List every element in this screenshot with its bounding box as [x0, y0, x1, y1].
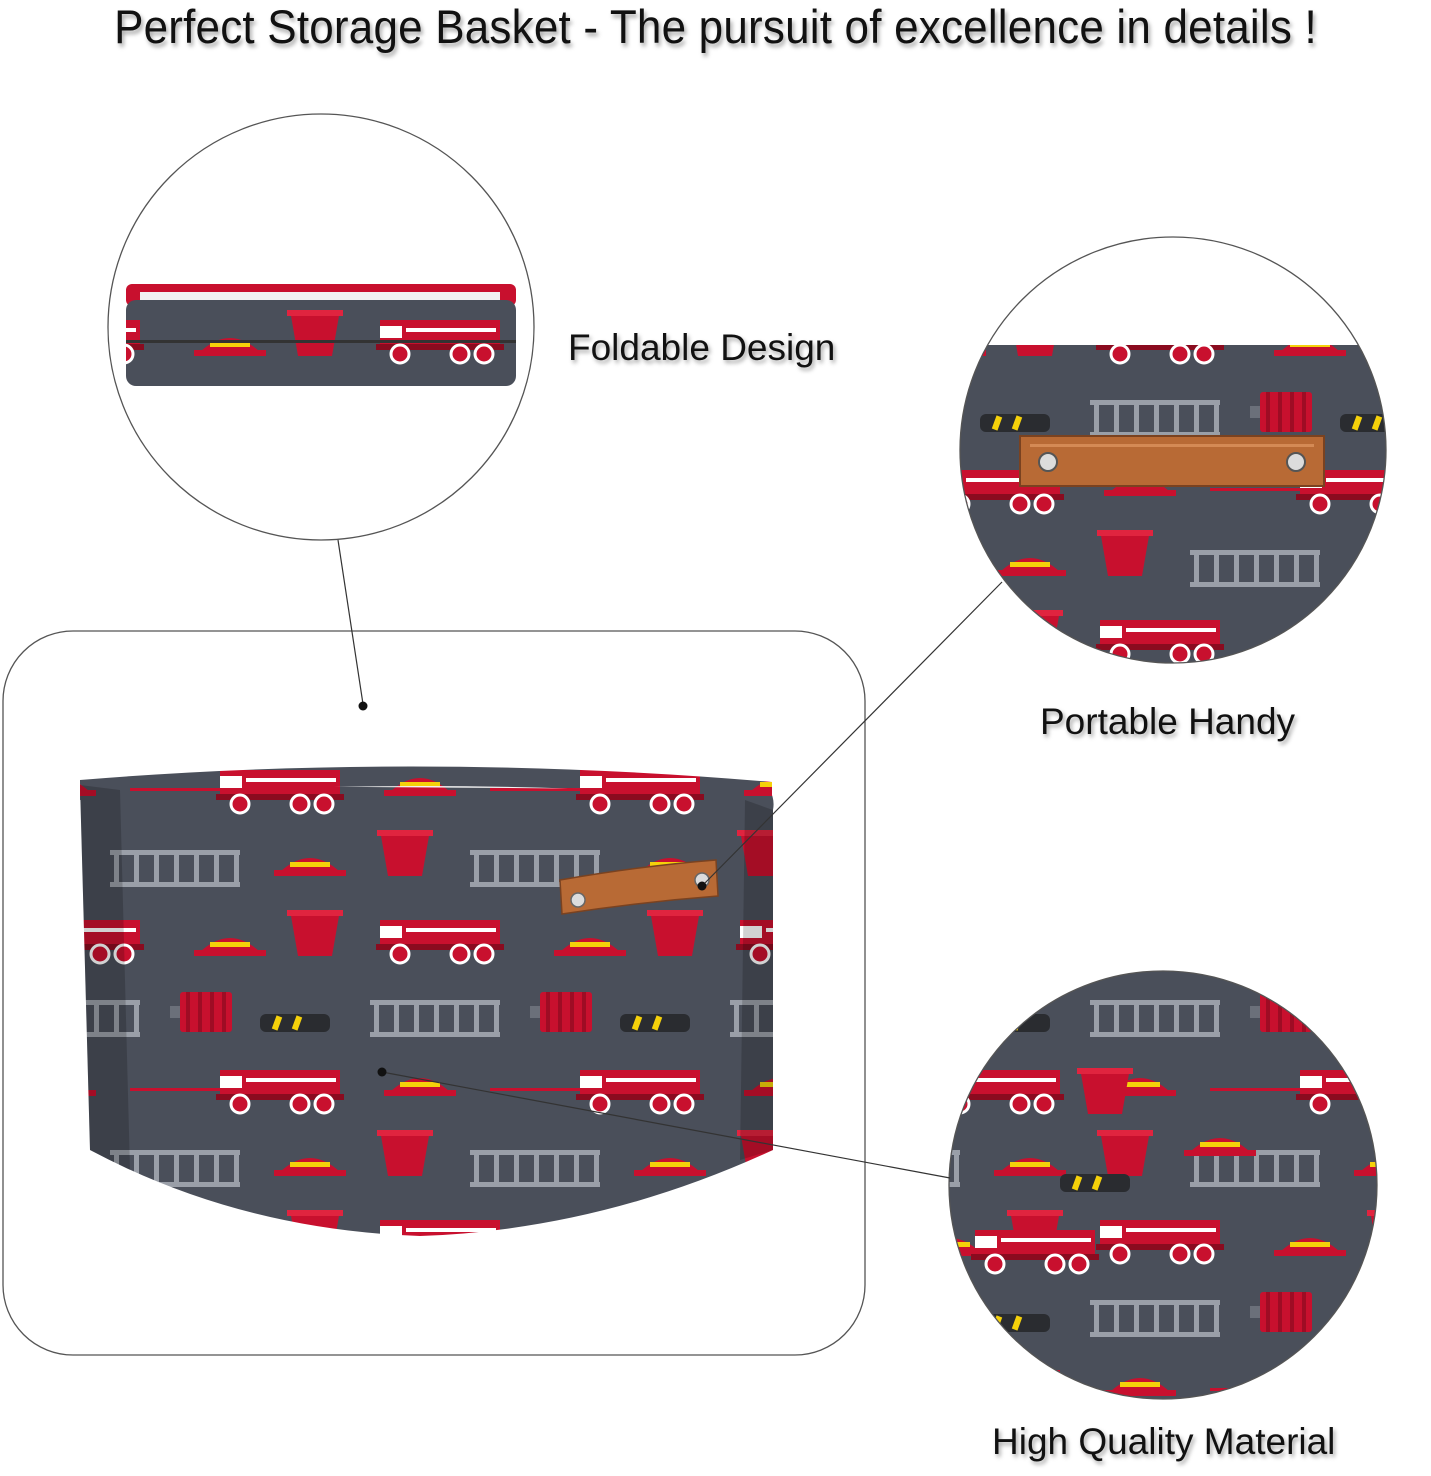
- headline: Perfect Storage Basket - The pursuit of …: [114, 1, 1317, 55]
- main-product-frame: [2, 630, 866, 1356]
- label-high-quality-material: High Quality Material: [992, 1421, 1336, 1462]
- leather-handle: [559, 859, 719, 915]
- fabric-pattern-closeup: [948, 970, 1378, 1400]
- label-foldable-design: Foldable Design: [568, 327, 836, 368]
- connector-dots: [358, 701, 707, 1077]
- label-portable-handy: Portable Handy: [1040, 701, 1296, 742]
- fire-truck-pattern-storage-basket: [80, 766, 774, 1236]
- leather-handle-closeup: [959, 236, 1387, 664]
- connector-lines: [337, 539, 1003, 1179]
- folded-basket-image: [107, 113, 535, 541]
